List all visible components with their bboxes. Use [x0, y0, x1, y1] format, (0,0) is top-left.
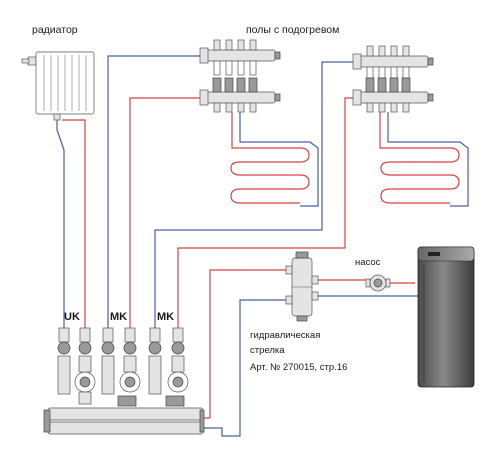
- article-number-label: Арт. № 270015, стр.16: [250, 362, 348, 373]
- hydraulic-separator: [285, 251, 319, 322]
- radiator-outlet: [53, 113, 61, 121]
- pipes: [56, 55, 469, 437]
- hydraulic-separator-label-line1: гидравлическая: [250, 330, 321, 341]
- mk-label-1: MK: [110, 311, 128, 323]
- boiler-body: [417, 246, 475, 388]
- boiler-display: [428, 252, 440, 256]
- floor-heating-label: полы с подогревом: [246, 24, 340, 36]
- floor2-supply-pipe: [177, 97, 358, 330]
- floor1-loop-return: [239, 112, 319, 207]
- manifold2-bottom-cap: [427, 93, 434, 102]
- mk-label-2: MK: [157, 311, 175, 323]
- manifold1-top-end: [199, 47, 209, 64]
- floor1-return-pipe: [107, 55, 205, 330]
- separator-supply-pipe: [201, 269, 292, 419]
- manifold1-bottom-end: [199, 89, 209, 106]
- floor1-supply-pipe: [129, 97, 205, 330]
- boiler-top-panel: [417, 246, 475, 262]
- floor-manifold-1: [199, 39, 281, 113]
- radiator-valve-cap: [21, 58, 30, 64]
- floor1-loop-supply: [230, 112, 310, 204]
- manifold2-top-end: [352, 53, 362, 70]
- hydraulic-separator-label-line2: стрелка: [250, 345, 285, 356]
- radiator-label: радиатор: [32, 24, 78, 36]
- manifold2-top-cap: [427, 57, 434, 66]
- boiler-pump: [365, 274, 391, 292]
- pump-group-mk-2: [148, 327, 189, 407]
- distribution-header-bottom: [47, 421, 204, 435]
- boiler: [417, 246, 475, 388]
- pump-group-uk: [57, 327, 96, 405]
- separator-bottom-drain: [296, 315, 308, 322]
- pump-groups: [43, 327, 205, 435]
- floor2-loop-return: [387, 112, 469, 207]
- pump-group-mk-1: [101, 327, 141, 407]
- pump-group-mk1-mixer: [117, 395, 137, 407]
- pump-group-mk2-mixer: [165, 395, 185, 407]
- radiator-return-pipe: [56, 120, 65, 330]
- floor2-loop-supply: [379, 112, 460, 204]
- distribution-header-top: [47, 407, 204, 421]
- radiator-supply-pipe: [62, 119, 86, 330]
- separator-top-vent: [295, 251, 309, 259]
- manifold1-bottom-cap: [274, 93, 281, 102]
- manifold2-top-bar: [357, 55, 429, 68]
- floor2-return-pipe: [154, 61, 358, 330]
- manifold2-bottom-bar: [357, 91, 429, 104]
- separator-return-pipe: [201, 299, 292, 437]
- manifold1-bottom-bar: [204, 91, 276, 104]
- manifold1-top-bar: [204, 49, 276, 62]
- manifold2-bottom-end: [352, 89, 362, 106]
- manifold1-top-cap: [274, 51, 281, 60]
- pump-label: насос: [355, 257, 381, 268]
- uk-label: UK: [64, 311, 80, 323]
- floor-manifold-2: [352, 45, 434, 113]
- radiator: [21, 51, 95, 121]
